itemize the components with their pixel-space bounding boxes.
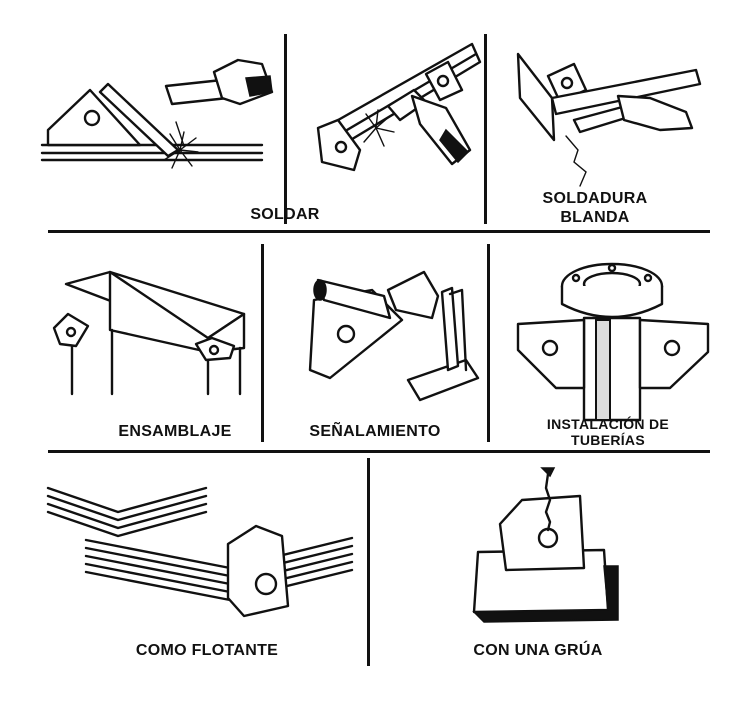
- magnet-hole: [336, 324, 356, 344]
- pipe-frame: [516, 52, 556, 142]
- divider-col-1-1: [284, 34, 287, 224]
- label-con-una-grua: CON UNA GRÚA: [473, 642, 603, 659]
- magnet-hole: [254, 572, 278, 596]
- spark-icon: [363, 109, 395, 147]
- magnet-hole: [537, 527, 559, 549]
- crane-illustration: [472, 467, 619, 623]
- label-como-flotante: COMO FLOTANTE: [135, 642, 279, 659]
- magnet-square: [46, 88, 142, 147]
- label-instalacion-line2: TUBERÍAS: [571, 432, 645, 448]
- assembly-illustration: [52, 270, 246, 396]
- frame-leg: [70, 318, 242, 396]
- magnet-upper: [424, 60, 464, 102]
- spark-icon: [163, 131, 199, 169]
- base-plate: [406, 358, 480, 402]
- soldering-illustration: [516, 52, 702, 187]
- divider-col-2-1: [261, 244, 264, 442]
- label-senalamiento: SEÑALAMIENTO: [309, 423, 441, 440]
- divider-row-1: [48, 230, 710, 233]
- horizontal-bar: [550, 68, 702, 116]
- angled-plate: [98, 82, 180, 158]
- magnet-left: [52, 312, 90, 348]
- pipe-installation-illustration: [516, 262, 710, 422]
- label-soldar: SOLDAR: [250, 206, 320, 223]
- upright-post: [440, 286, 460, 372]
- crane-chain: [544, 472, 552, 532]
- divider-col-1-2: [484, 34, 487, 224]
- label-soldadura-blanda-line2: BLANDA: [560, 209, 630, 226]
- divider-col-3-1: [367, 458, 370, 666]
- welding-corner-illustration: [316, 42, 482, 172]
- marking-illustration: [308, 270, 480, 402]
- lower-plates: [84, 536, 354, 602]
- divider-row-2: [48, 450, 710, 453]
- label-soldadura-blanda-line1: SOLDADURA: [542, 190, 648, 207]
- welding-illustration: [40, 58, 274, 169]
- label-ensamblaje: ENSAMBLAJE: [118, 423, 232, 440]
- technician-hand: [616, 94, 694, 132]
- magnet-hole: [83, 109, 101, 127]
- magnet-floating: [226, 524, 290, 618]
- magnet-right: [194, 336, 236, 362]
- divider-col-2-2: [487, 244, 490, 442]
- floating-illustration: [46, 486, 354, 618]
- vertical-pipe: [582, 316, 642, 422]
- upper-plates: [46, 486, 208, 538]
- holder-arm: [386, 270, 440, 320]
- label-instalacion-line1: INSTALACIÓN DE: [546, 416, 670, 432]
- magnet-corner: [316, 118, 362, 172]
